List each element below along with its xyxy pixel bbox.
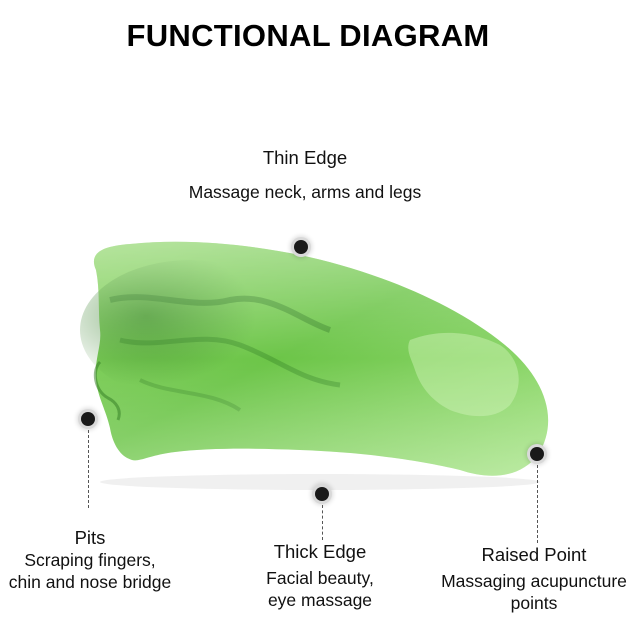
pits-leader-line [88, 430, 89, 508]
thick-edge-heading: Thick Edge [273, 541, 367, 562]
thin-edge-marker [294, 240, 308, 254]
thick-edge-marker [315, 487, 329, 501]
thick-edge-callout: Thick Edge Facial beauty, eye massage [230, 541, 410, 611]
thick-edge-description-line-1: Facial beauty, [266, 568, 374, 588]
thick-edge-description-line-2: eye massage [267, 590, 373, 610]
pits-description-line-2: chin and nose bridge [8, 572, 172, 592]
raised-point-description-line-2: points [510, 593, 558, 613]
raised-point-description-line-1: Massaging acupuncture [441, 571, 627, 591]
raised-point-callout: Raised Point Massaging acupuncture point… [428, 544, 640, 614]
raised-point-marker [530, 447, 544, 461]
pits-notch [93, 360, 121, 421]
raised-point-leader-line [537, 465, 538, 543]
thin-edge-callout: Thin Edge Massage neck, arms and legs [160, 147, 450, 203]
thin-edge-heading: Thin Edge [262, 147, 348, 168]
pits-marker [81, 412, 95, 426]
thick-edge-leader-line [322, 505, 323, 540]
diagram-title: FUNCTIONAL DIAGRAM [126, 18, 490, 53]
stone-body [93, 241, 549, 476]
raised-point-heading: Raised Point [481, 544, 587, 565]
raised-point-facet [408, 332, 519, 417]
pits-heading: Pits [74, 527, 106, 548]
pits-callout: Pits Scraping fingers, chin and nose bri… [0, 527, 180, 593]
thin-edge-description: Massage neck, arms and legs [188, 182, 422, 202]
pits-description-line-1: Scraping fingers, [24, 550, 156, 570]
